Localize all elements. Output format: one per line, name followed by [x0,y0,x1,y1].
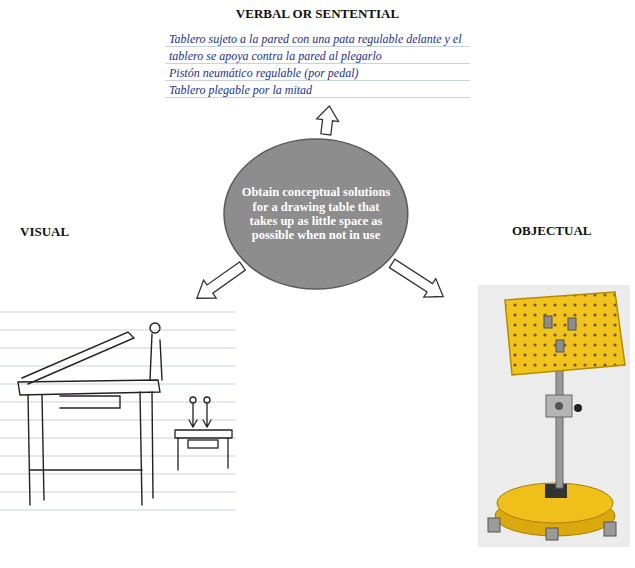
section-heading: VERBAL OR SENTENTIAL [165,6,470,22]
section-heading: VISUAL [20,224,69,240]
visual-sketches: VISUAL [0,300,240,518]
handwritten-note: Pistón neumático regulable (por pedal) [169,65,466,82]
ruled-line [0,384,236,385]
drawer [60,396,120,408]
foot [546,528,558,540]
handwritten-note: Tablero plegable por la mitad [169,82,466,99]
goal-ellipse: Obtain conceptual solutions for a drawin… [223,138,409,290]
table-legs [28,392,153,505]
ruled-line [0,366,236,367]
foot [488,518,500,532]
ruled-line [0,420,236,421]
top-plate [505,292,625,375]
model-photo [478,285,630,547]
ruled-line [0,312,236,313]
pin-arrow [189,404,197,427]
pin-head [204,397,210,403]
post-knob [150,323,160,333]
tilted-board [22,332,134,384]
goal-text: Obtain conceptual solutions for a drawin… [241,185,391,243]
ruled-line [0,456,236,457]
crossbar [30,469,142,470]
bolt [568,318,576,330]
objectual-model: OBJECTUAL [440,285,630,548]
ruled-line [0,348,236,349]
pin-sketch [175,397,232,470]
table-top [18,380,160,395]
small-table-top [175,430,232,438]
small-table-legs [178,438,228,470]
pin-head [190,397,196,403]
foot [604,522,616,536]
ruled-paper [0,312,236,510]
ruled-line [0,330,236,331]
bolt [544,316,552,328]
pin-arrow [203,404,211,427]
base-plate [497,483,613,523]
block-arrow [317,106,339,135]
ruled-line [0,510,236,511]
ruled-line [0,474,236,475]
bolt [555,402,563,410]
ellipse-shape [224,139,408,289]
small-drawer [188,440,218,448]
ruled-line [0,492,236,493]
section-heading: OBJECTUAL [512,223,591,239]
bolt [574,404,582,412]
post [150,334,162,380]
ruled-line [0,402,236,403]
bracket [546,395,572,417]
verbal-note: VERBAL OR SENTENTIALTablero sujeto a la … [165,30,470,103]
rod [556,360,563,488]
table-sketch [18,323,162,505]
block-arrow [389,259,443,297]
block-arrow [197,262,245,298]
bolt [556,340,564,352]
handwritten-note: Tablero sujeto a la pared con una pata r… [169,31,466,65]
photo-ground [478,285,630,547]
